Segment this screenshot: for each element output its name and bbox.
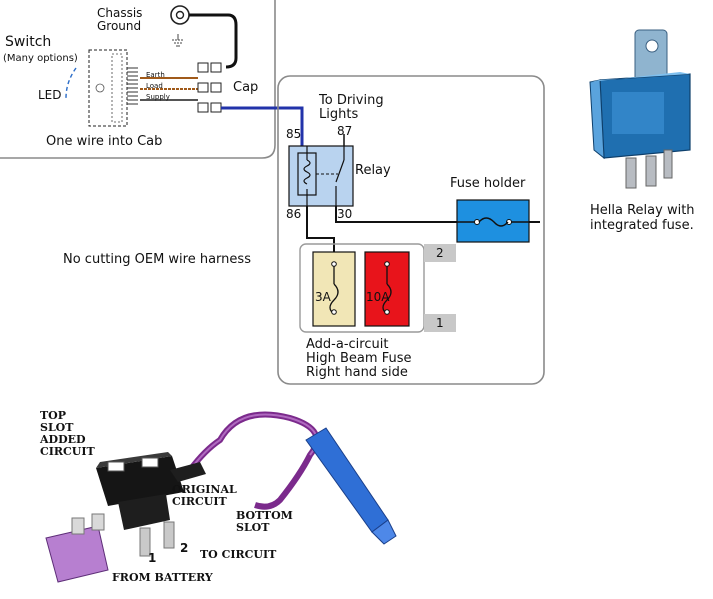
to-circuit-label: TO CIRCUIT: [200, 548, 277, 561]
fuse-3a-label: 3A: [315, 290, 331, 304]
from-battery-label: FROM BATTERY: [112, 571, 213, 584]
bottom-slot-label: BOTTOM SLOT: [236, 509, 293, 534]
pin-30-label: 30: [337, 207, 353, 221]
earth-label: Earth: [146, 71, 165, 79]
supply-label: Supply: [146, 93, 170, 101]
add-circuit-label-3: Right hand side: [306, 365, 408, 380]
hella-note-1: Hella Relay with: [590, 203, 695, 218]
photo-pin-1-label: 1: [148, 551, 157, 565]
pin-86-label: 86: [286, 207, 302, 221]
slot-1-label: 1: [436, 316, 444, 330]
chassis-ground-label-1: Chassis: [97, 6, 143, 20]
hella-note-2: integrated fuse.: [590, 218, 694, 233]
relay-symbol: [288, 145, 354, 207]
fuse-tap-illustration: [45, 411, 397, 583]
pin-85-label: 85: [286, 127, 302, 141]
cap-label: Cap: [233, 80, 259, 95]
switch-panel-frame: [0, 0, 276, 159]
no-cutting-note: No cutting OEM wire harness: [63, 252, 251, 267]
load-label: Load: [146, 82, 163, 90]
switch-wires: [140, 77, 198, 101]
relay-panel-frame: [277, 75, 545, 385]
switch-title: Switch: [5, 34, 52, 50]
chassis-ground-terminal: [170, 5, 238, 69]
photo-pin-2-label: 2: [180, 541, 189, 555]
fuse-holder-label: Fuse holder: [450, 176, 526, 191]
fuse-holder: [456, 199, 530, 243]
led-label: LED: [38, 88, 62, 102]
relay-30-wire: [335, 206, 457, 223]
driving-lights-label-1: To Driving: [319, 93, 384, 108]
slot-2-label: 2: [436, 246, 444, 260]
add-circuit-label-2: High Beam Fuse: [306, 351, 412, 366]
switch-options-note: (Many options): [3, 53, 78, 64]
switch-to-relay-wire: [221, 106, 304, 150]
cap-connectors: [197, 62, 222, 113]
add-a-circuit: [299, 243, 456, 333]
driving-lights-label-2: Lights: [319, 107, 359, 122]
chassis-ground-label-2: Ground: [97, 19, 142, 33]
led-leader: [65, 67, 77, 99]
hella-relay-illustration: [589, 29, 691, 189]
switch-body: [88, 49, 138, 127]
fuse-10a-label: 10A: [366, 290, 390, 304]
switch-caption: One wire into Cab: [46, 134, 163, 149]
top-slot-label: TOP SLOT ADDED CIRCUIT: [40, 409, 95, 458]
add-circuit-label-1: Add-a-circuit: [306, 337, 389, 352]
pin-87-label: 87: [337, 124, 353, 138]
relay-86-wire: [306, 206, 335, 252]
original-circuit-label: ORIGINAL CIRCUIT: [172, 483, 237, 508]
relay-label: Relay: [355, 163, 391, 178]
